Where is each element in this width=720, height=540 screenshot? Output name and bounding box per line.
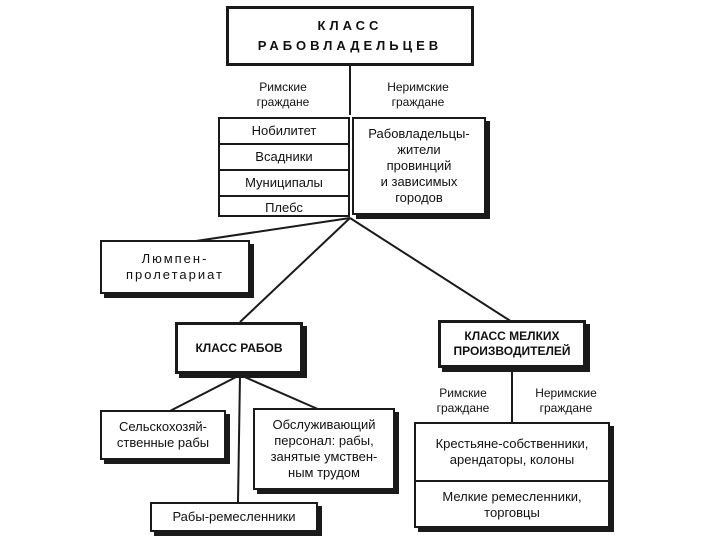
nonroman-slaveholders-text: Рабовладельцы- жители провинций и зависи… xyxy=(368,126,470,205)
slaves-title: КЛАСС РАБОВ xyxy=(195,340,283,355)
nobility-label: Нобилитет xyxy=(251,123,317,138)
small-producers-title: КЛАСС МЕЛКИХ ПРОИЗВОДИТЕЛЕЙ xyxy=(453,329,571,358)
artisan-slaves-box: Рабы-ремесленники xyxy=(150,502,318,532)
list-item: Плебс xyxy=(220,197,348,219)
list-item: Всадники xyxy=(220,145,348,171)
slaveholders-roman-header: Римские граждане xyxy=(256,80,310,109)
slaveholders-title: КЛАСС РАБОВЛАДЕЛЬЦЕВ xyxy=(257,18,443,53)
line-to-producers xyxy=(349,217,513,323)
line-to-service-slaves xyxy=(239,374,321,411)
municipals-label: Муниципалы xyxy=(245,175,323,190)
craftsmen-text: Мелкие ремесленники, торговцы xyxy=(442,489,582,520)
agri-slaves-box: Сельскохозяй- ственные рабы xyxy=(100,410,226,460)
producers-list: Крестьяне-собственники, арендаторы, коло… xyxy=(414,422,610,528)
peasants-text: Крестьяне-собственники, арендаторы, коло… xyxy=(435,436,589,467)
roman-citizens-list: Нобилитет Всадники Муниципалы Плебс xyxy=(218,117,350,217)
slaves-class-box: КЛАСС РАБОВ xyxy=(175,322,303,374)
list-item: Мелкие ремесленники, торговцы xyxy=(416,482,608,528)
list-item: Муниципалы xyxy=(220,171,348,197)
equites-label: Всадники xyxy=(255,149,313,164)
small-producers-class-box: КЛАСС МЕЛКИХ ПРОИЗВОДИТЕЛЕЙ xyxy=(438,320,586,368)
lumpen-title: Люмпен- пролетариат xyxy=(125,251,225,282)
list-item: Нобилитет xyxy=(220,119,348,145)
service-slaves-box: Обслуживающий персонал: рабы, занятые ум… xyxy=(253,408,395,490)
lumpen-box: Люмпен- пролетариат xyxy=(100,240,250,294)
artisan-slaves-text: Рабы-ремесленники xyxy=(172,509,296,524)
list-item: Крестьяне-собственники, арендаторы, коло… xyxy=(416,424,608,482)
producers-roman-header: Римские граждане xyxy=(436,386,490,415)
service-slaves-text: Обслуживающий персонал: рабы, занятые ум… xyxy=(270,417,378,480)
producers-nonroman-header: Неримские граждане xyxy=(535,386,597,415)
slaveholders-class-box: КЛАСС РАБОВЛАДЕЛЬЦЕВ xyxy=(226,6,474,66)
line-to-slaves xyxy=(239,217,351,323)
slaveholders-nonroman-header: Неримские граждане xyxy=(387,80,449,109)
nonroman-slaveholders-box: Рабовладельцы- жители провинций и зависи… xyxy=(352,117,486,215)
plebs-label: Плебс xyxy=(265,200,303,215)
line-to-agri-slaves xyxy=(167,374,241,413)
line-to-lumpen xyxy=(175,217,351,245)
agri-slaves-text: Сельскохозяй- ственные рабы xyxy=(116,419,210,450)
line-to-artisan-slaves xyxy=(237,374,241,503)
